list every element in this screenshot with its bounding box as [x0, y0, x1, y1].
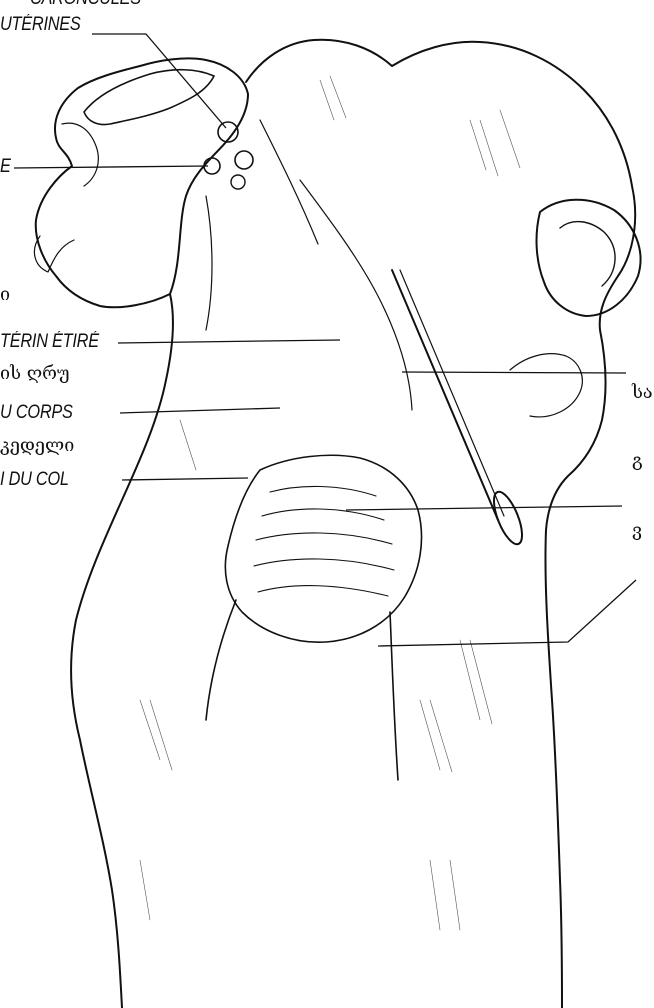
label-caroncules: CARONCULES — [30, 0, 141, 8]
left-horn-lobe — [34, 236, 74, 272]
label-ka-is-ghru: ის ღრუ — [0, 365, 70, 383]
leader-uterines — [92, 34, 226, 128]
label-uterin-etire: TÉRIN ÉTIRÉ — [0, 332, 99, 351]
cervix-mucosal-folds — [225, 455, 421, 642]
caruncle-2 — [235, 151, 253, 169]
right-horn-crease — [510, 354, 582, 417]
caruncle-4 — [231, 175, 245, 189]
label-u-corps: U CORPS — [0, 403, 73, 422]
label-ka-kedeli: კედელი — [0, 437, 74, 455]
label-ka-right-3: ვ — [632, 522, 642, 540]
label-e: E — [0, 157, 11, 176]
label-uterines: UTÉRINES — [0, 15, 81, 34]
label-ka-o: ი — [0, 286, 10, 304]
leader-e — [14, 166, 208, 168]
leader-right-2 — [346, 506, 622, 510]
body-crease-1 — [300, 180, 412, 410]
cervix-lower — [206, 600, 398, 780]
left-horn-fold — [62, 123, 98, 186]
leader-lines — [14, 34, 636, 646]
leader-uterin-etire — [118, 340, 340, 343]
leader-u-corps — [120, 408, 280, 413]
hatching — [140, 76, 520, 930]
probe-instrument — [392, 270, 498, 520]
leader-right-3 — [378, 580, 636, 646]
right-uterine-horn — [537, 200, 641, 316]
body-crease-2 — [206, 196, 212, 330]
label-ka-right-2: გ — [632, 452, 643, 470]
probe-ring — [488, 488, 528, 547]
left-uterine-horn — [36, 58, 248, 307]
leader-i-du-col — [122, 478, 248, 480]
body-crease-3 — [260, 120, 318, 244]
cervix-rings — [254, 486, 394, 596]
left-horn-lumen — [84, 70, 214, 125]
right-horn-fold — [560, 222, 615, 286]
label-i-du-col: I DU COL — [0, 470, 69, 489]
uterine-body-outline-left — [71, 294, 173, 1008]
label-ka-right-1: სა — [632, 384, 653, 402]
